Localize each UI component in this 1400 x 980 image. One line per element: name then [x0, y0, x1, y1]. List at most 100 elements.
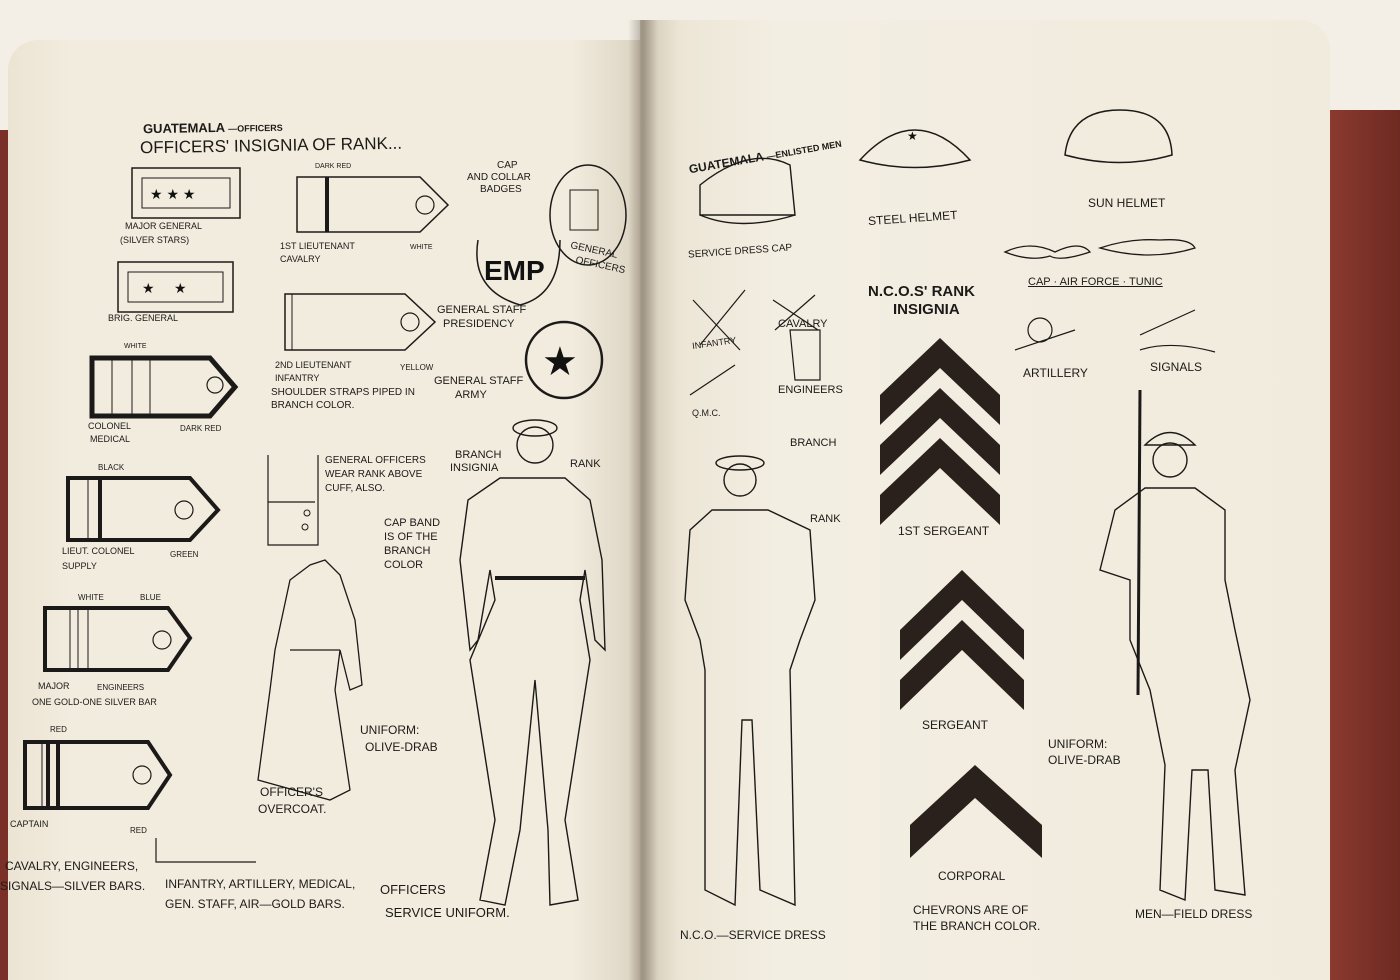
label: BRANCH COLOR.	[271, 400, 355, 411]
overcoat-drawing	[257, 559, 363, 801]
cap-collar-badge	[549, 164, 627, 266]
label: WHITE	[78, 593, 104, 602]
label: INSIGNIA	[893, 301, 960, 318]
svg-text:★ ★ ★: ★ ★ ★	[150, 186, 195, 202]
label: CHEVRONS ARE OF	[913, 903, 1029, 917]
first-lt-strap	[296, 176, 450, 233]
svg-text:EMP: EMP	[484, 255, 545, 286]
label: OVERCOAT.	[258, 802, 327, 816]
label: DARK RED	[315, 163, 352, 170]
label: CORPORAL	[938, 869, 1006, 883]
label: SERVICE UNIFORM.	[385, 905, 510, 920]
label: CAVALRY	[280, 254, 321, 264]
label: ENGINEERS	[97, 683, 145, 692]
label: CAP BAND	[384, 517, 441, 529]
label: SUN HELMET	[1088, 196, 1166, 210]
sergeant-chevrons	[900, 570, 1024, 710]
label: INFANTRY, ARTILLERY, MEDICAL,	[165, 877, 356, 891]
label: WHITE	[410, 244, 433, 251]
label: RANK	[570, 458, 601, 470]
label: CAP	[497, 160, 518, 171]
label: COLONEL	[88, 421, 132, 431]
label: MAJOR	[38, 681, 70, 691]
label: CAVALRY, ENGINEERS,	[5, 859, 139, 873]
emp-badge: EMP	[476, 239, 561, 306]
steel-helmet: ★	[858, 129, 972, 169]
label: RANK	[810, 513, 841, 525]
label: BADGES	[480, 184, 522, 195]
first-sergeant-chevrons	[880, 338, 1000, 525]
major-general-board: ★ ★ ★	[131, 167, 241, 219]
left-header: GUATEMALA —OFFICERS	[142, 119, 283, 137]
label: GENERAL STAFF	[434, 375, 524, 387]
label: PRESIDENCY	[443, 318, 515, 330]
label: GENERAL STAFF	[437, 304, 527, 316]
label: LIEUT. COLONEL	[62, 546, 135, 556]
label: CUFF, ALSO.	[325, 483, 386, 494]
label: N.C.O.—SERVICE DRESS	[680, 928, 826, 942]
lieut-colonel-strap	[66, 476, 221, 542]
colonel-strap	[89, 355, 239, 419]
label: N.C.O.s' RANK	[868, 283, 975, 300]
label: OFFICERS	[380, 882, 446, 897]
label: MEN—FIELD DRESS	[1135, 907, 1253, 921]
label: 1ST SERGEANT	[898, 524, 990, 538]
brig-general-board: ★ ★	[117, 261, 234, 313]
label: AND COLLAR	[467, 172, 531, 183]
label: Q.M.C.	[692, 408, 721, 418]
nco-figure	[684, 455, 816, 907]
label: SIGNALS—SILVER BARS.	[0, 879, 146, 893]
label: CAP · AIR FORCE · TUNIC	[1028, 276, 1163, 288]
label: BRANCH	[455, 449, 502, 461]
major-strap	[43, 606, 193, 672]
label: ENGINEERS	[778, 384, 843, 396]
label: WEAR RANK ABOVE	[325, 469, 423, 480]
label: UNIFORM:	[360, 723, 420, 737]
label: RED	[50, 725, 67, 734]
cuff-drawing	[267, 455, 319, 546]
label: BLACK	[98, 463, 125, 472]
label: CAPTAIN	[10, 819, 49, 829]
service-dress-cap	[699, 157, 796, 225]
svg-text:★ ★: ★ ★	[142, 280, 187, 296]
label: YELLOW	[400, 363, 434, 372]
label: INSIGNIA	[450, 462, 499, 474]
label: MAJOR GENERAL	[125, 221, 203, 231]
label: SERGEANT	[922, 718, 989, 732]
air-force-insignia	[1003, 239, 1196, 259]
label: GEN. STAFF, AIR—GOLD BARS.	[165, 897, 345, 911]
corporal-chevron	[910, 765, 1042, 858]
captain-strap	[23, 740, 173, 810]
label: 2ND LIEUTENANT	[275, 360, 352, 370]
label: SHOULDER STRAPS PIPED IN	[271, 387, 415, 398]
label: RED	[130, 826, 147, 835]
label: 1ST LIEUTENANT	[280, 241, 355, 251]
label: DARK RED	[180, 424, 222, 433]
label: ARTILLERY	[1023, 366, 1088, 380]
second-lt-strap	[284, 293, 437, 351]
label: BRANCH	[384, 545, 431, 557]
label: BLUE	[140, 593, 161, 602]
label: WHITE	[124, 343, 147, 350]
label: INFANTRY	[275, 373, 320, 383]
label: SIGNALS	[1150, 360, 1203, 374]
label: OLIVE-DRAB	[1048, 753, 1121, 767]
label: BRIG. GENERAL	[108, 313, 179, 323]
label: (SILVER STARS)	[120, 235, 190, 245]
label: BRANCH	[790, 437, 837, 449]
label: OLIVE-DRAB	[365, 740, 438, 754]
label: SUPPLY	[62, 561, 97, 571]
label: CAVALRY	[778, 318, 828, 330]
label: ARMY	[455, 389, 487, 401]
svg-text:★: ★	[907, 129, 918, 143]
label: GREEN	[170, 550, 199, 559]
branch-insignia-group	[689, 289, 1216, 396]
label: IS OF THE	[384, 531, 438, 543]
label: THE BRANCH COLOR.	[913, 919, 1041, 933]
label: OFFICER'S	[260, 785, 323, 799]
svg-text:★: ★	[542, 340, 578, 384]
label: ONE GOLD-ONE SILVER BAR	[32, 697, 157, 707]
book-spine	[628, 20, 658, 980]
field-dress-figure	[1099, 389, 1251, 902]
